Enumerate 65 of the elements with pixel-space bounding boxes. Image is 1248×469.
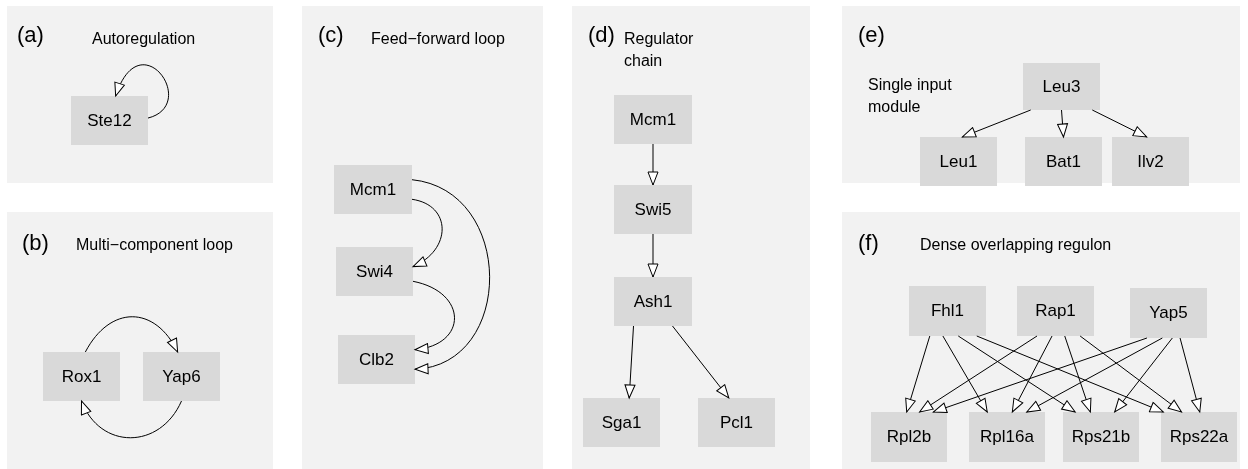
arrow bbox=[1114, 337, 1173, 413]
arrow bbox=[976, 335, 1164, 413]
arrow bbox=[1011, 335, 1053, 413]
arrow bbox=[411, 198, 443, 268]
panel-background bbox=[572, 6, 810, 469]
gene-box: Ilv2 bbox=[1112, 137, 1189, 186]
arrow bbox=[905, 335, 931, 413]
gene-box: Leu3 bbox=[1023, 63, 1100, 110]
panel-title: Multi−component loop bbox=[76, 235, 234, 255]
arrow bbox=[1091, 109, 1148, 138]
panel-background bbox=[842, 212, 1240, 469]
gene-box: Yap5 bbox=[1130, 288, 1207, 338]
panel-tag: (f) bbox=[858, 232, 879, 254]
gene-box: Swi5 bbox=[614, 185, 692, 234]
gene-box: Sga1 bbox=[583, 398, 660, 447]
arrow bbox=[1057, 109, 1069, 138]
panel-title: Single input module bbox=[868, 75, 953, 117]
arrow bbox=[1026, 337, 1163, 413]
arrow bbox=[84, 316, 179, 353]
panel-tag: (b) bbox=[22, 232, 49, 254]
gene-box: Ste12 bbox=[71, 96, 148, 145]
arrow bbox=[624, 325, 636, 399]
arrow bbox=[932, 337, 1148, 413]
arrow bbox=[942, 335, 988, 413]
panel-title: Feed−forward loop bbox=[371, 29, 506, 49]
panel-title: Regulator chain bbox=[624, 29, 695, 71]
gene-box: Rps21b bbox=[1063, 412, 1139, 462]
arrow bbox=[647, 233, 659, 278]
arrow bbox=[1064, 335, 1092, 413]
gene-box: Pcl1 bbox=[698, 398, 775, 447]
panel-title: Dense overlapping regulon bbox=[920, 235, 1113, 255]
arrow bbox=[957, 335, 1076, 413]
arrow bbox=[647, 143, 659, 186]
panel-background bbox=[302, 6, 543, 469]
panel-tag: (c) bbox=[318, 24, 344, 46]
gene-box: Fhl1 bbox=[909, 286, 986, 336]
panel-tag: (a) bbox=[17, 24, 44, 46]
arrow bbox=[412, 280, 455, 353]
arrow bbox=[1179, 337, 1202, 413]
arrow bbox=[411, 179, 491, 373]
panel-tag: (e) bbox=[858, 24, 885, 46]
gene-box: Rpl16a bbox=[969, 412, 1045, 462]
gene-box: Ash1 bbox=[614, 277, 692, 326]
panel-title: Autoregulation bbox=[92, 29, 197, 49]
gene-box: Rap1 bbox=[1017, 286, 1094, 336]
arrow bbox=[919, 335, 1038, 413]
gene-box: Clb2 bbox=[338, 335, 415, 384]
gene-box: Bat1 bbox=[1025, 137, 1102, 186]
gene-box: Leu1 bbox=[920, 137, 997, 186]
arrow bbox=[115, 64, 169, 119]
arrow bbox=[81, 400, 182, 439]
arrow bbox=[672, 325, 730, 399]
gene-box: Rox1 bbox=[43, 352, 120, 401]
panel-tag: (d) bbox=[588, 24, 615, 46]
gene-box: Yap6 bbox=[143, 352, 220, 401]
gene-box: Mcm1 bbox=[334, 165, 412, 214]
panel-background bbox=[7, 212, 273, 469]
gene-box: Rps22a bbox=[1161, 412, 1237, 462]
arrow bbox=[1079, 335, 1182, 413]
gene-box: Swi4 bbox=[336, 247, 413, 296]
panel-background bbox=[842, 6, 1240, 183]
panel-background bbox=[7, 6, 273, 183]
gene-box: Mcm1 bbox=[614, 95, 692, 144]
arrow bbox=[961, 109, 1032, 138]
gene-box: Rpl2b bbox=[871, 412, 947, 462]
